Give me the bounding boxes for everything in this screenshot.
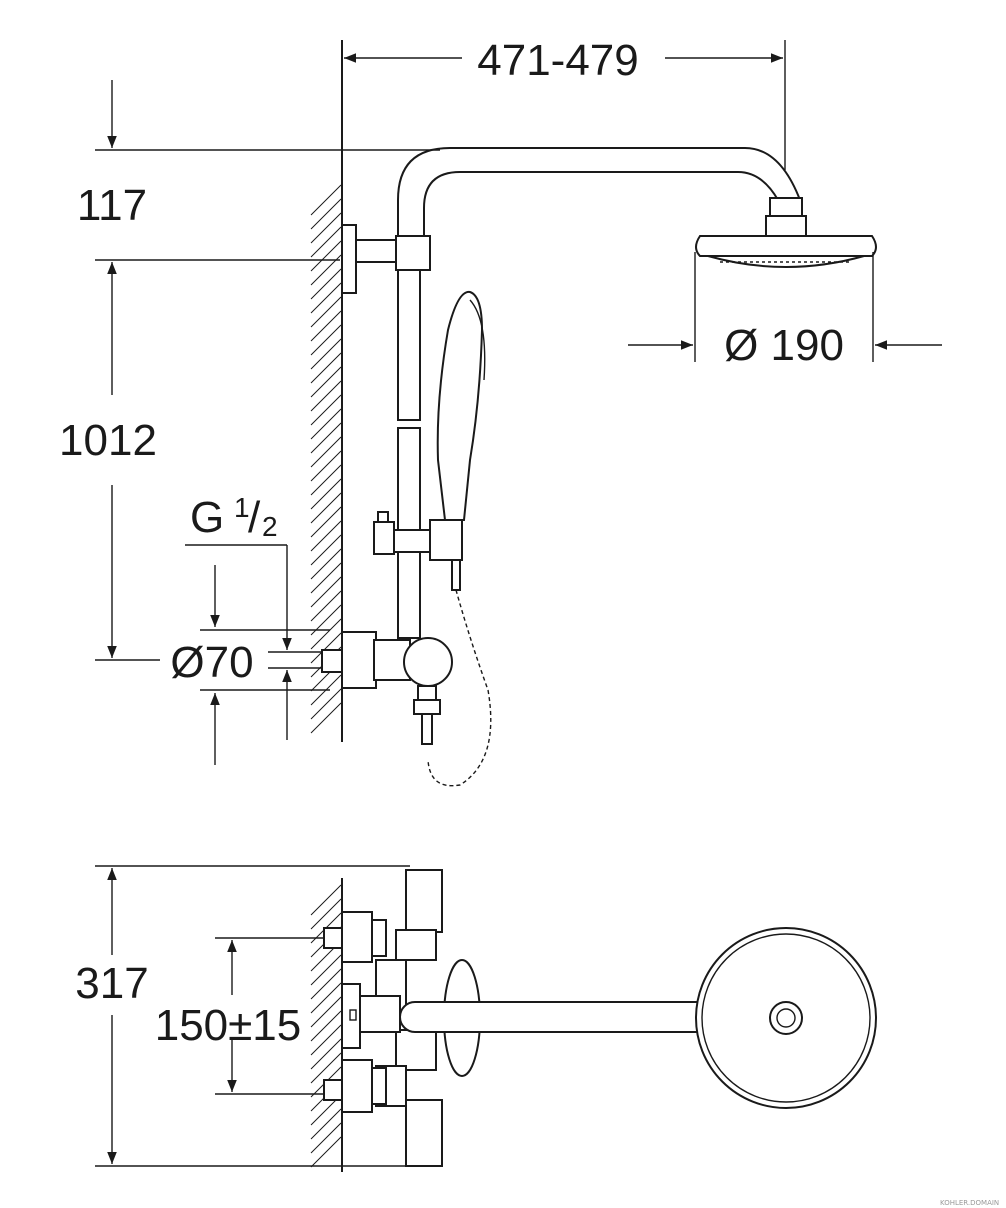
head-diameter-label: Ø 190: [724, 321, 844, 370]
rail-height-dimension: 1012: [59, 262, 160, 661]
thread-numerator: 1: [234, 492, 250, 523]
watermark: KOHLER.DOMAIN: [940, 1199, 999, 1207]
thermostat-top: [323, 869, 443, 1167]
top-offset-dimension: 117: [77, 80, 440, 261]
flange-diameter-label: Ø70: [170, 638, 253, 687]
thread-label: G: [190, 493, 224, 542]
thread-dimension: G 1 / 2: [185, 492, 292, 740]
flange-dimension: Ø70: [170, 565, 330, 765]
inlet-spacing-dimension: 150±15: [155, 937, 335, 1095]
shower-rail: [397, 269, 421, 639]
hand-shower: [427, 290, 492, 787]
slider-holder: [373, 511, 463, 561]
depth-label: 317: [75, 959, 148, 1008]
inlet-spacing-label: 150±15: [155, 1001, 302, 1050]
arm-length-label: 471-479: [477, 36, 638, 85]
top-view: 317 150±15: [75, 865, 877, 1172]
shower-head-top: [695, 927, 877, 1109]
depth-dimension: 317: [75, 865, 410, 1167]
head-diameter-dimension: Ø 190: [628, 321, 942, 370]
thread-slash: /: [248, 493, 261, 542]
thread-denominator: 2: [262, 511, 278, 542]
rail-height-label: 1012: [59, 416, 157, 465]
shower-head-side: [694, 235, 877, 362]
wall-hatch-side: [310, 40, 343, 742]
side-view: 471-479 117 1012 G 1 / 2: [59, 36, 942, 787]
wall-hatch-top: [310, 878, 343, 1172]
shower-arm: [397, 147, 807, 250]
arm-length-dimension: 471-479: [341, 36, 786, 170]
thermostat-side: [321, 631, 453, 745]
top-offset-label: 117: [77, 181, 147, 230]
